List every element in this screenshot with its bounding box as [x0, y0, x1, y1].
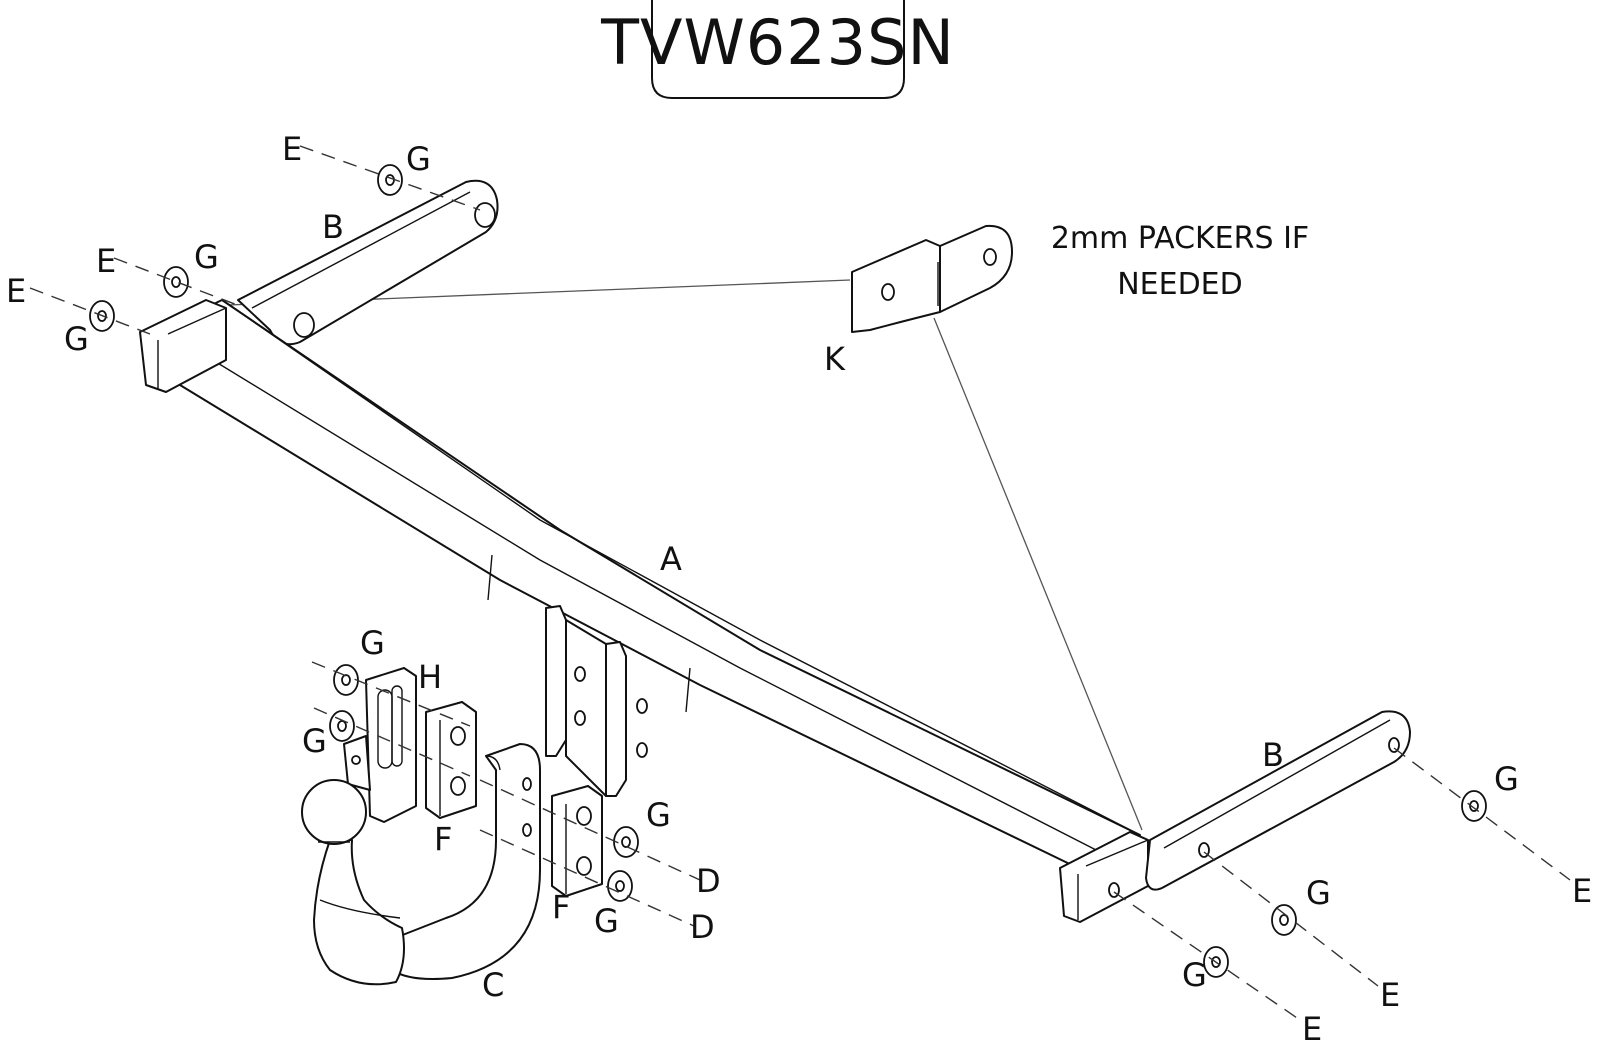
- part-labels: A B B C D D E E E E E E F F G G G G G G …: [6, 130, 1592, 1046]
- label-g-8: G: [1494, 760, 1519, 798]
- label-e-1: E: [282, 130, 302, 168]
- side-bracket-left: [237, 179, 499, 346]
- spacer-block-lower: [551, 785, 603, 897]
- label-c: C: [482, 966, 504, 1004]
- label-e-6: E: [1302, 1010, 1322, 1046]
- label-g-6: G: [646, 796, 671, 834]
- label-h: H: [418, 658, 442, 696]
- label-e-3: E: [6, 272, 26, 310]
- label-g-2: G: [194, 238, 219, 276]
- packer-leader-right: [933, 317, 1143, 831]
- label-g-5: G: [302, 722, 327, 760]
- label-d-lower: D: [690, 908, 715, 946]
- label-g-4: G: [360, 624, 385, 662]
- side-bracket-right: [1108, 710, 1411, 898]
- label-f-lower: F: [552, 888, 570, 926]
- label-g-10: G: [1182, 956, 1207, 994]
- label-e-4: E: [1572, 872, 1592, 910]
- label-g-7: G: [594, 902, 619, 940]
- packers-note-line-1: 2mm PACKERS IF: [1051, 221, 1309, 256]
- label-g-3: G: [64, 320, 89, 358]
- bolt-axis-lines: [29, 145, 1571, 1021]
- towball-neck: [301, 743, 541, 986]
- label-k: K: [824, 340, 846, 378]
- drop-plates: [545, 605, 648, 797]
- label-e-5: E: [1380, 976, 1400, 1014]
- label-g-9: G: [1306, 874, 1331, 912]
- title-box: TVW623SN: [600, 0, 955, 99]
- spacer-block-upper: [425, 701, 477, 819]
- label-d-upper: D: [696, 862, 721, 900]
- label-f-upper: F: [434, 820, 452, 858]
- packer-plate: [851, 224, 1013, 333]
- main-crossbar: [139, 299, 1149, 923]
- packers-note-line-2: NEEDED: [1117, 267, 1243, 302]
- label-a: A: [660, 540, 682, 578]
- title: TVW623SN: [600, 6, 955, 79]
- socket-plate: [343, 667, 417, 823]
- label-b-right: B: [1262, 736, 1284, 774]
- washers: [89, 164, 1487, 978]
- label-e-2: E: [96, 242, 116, 280]
- label-g-1: G: [406, 140, 431, 178]
- label-b-left: B: [322, 208, 344, 246]
